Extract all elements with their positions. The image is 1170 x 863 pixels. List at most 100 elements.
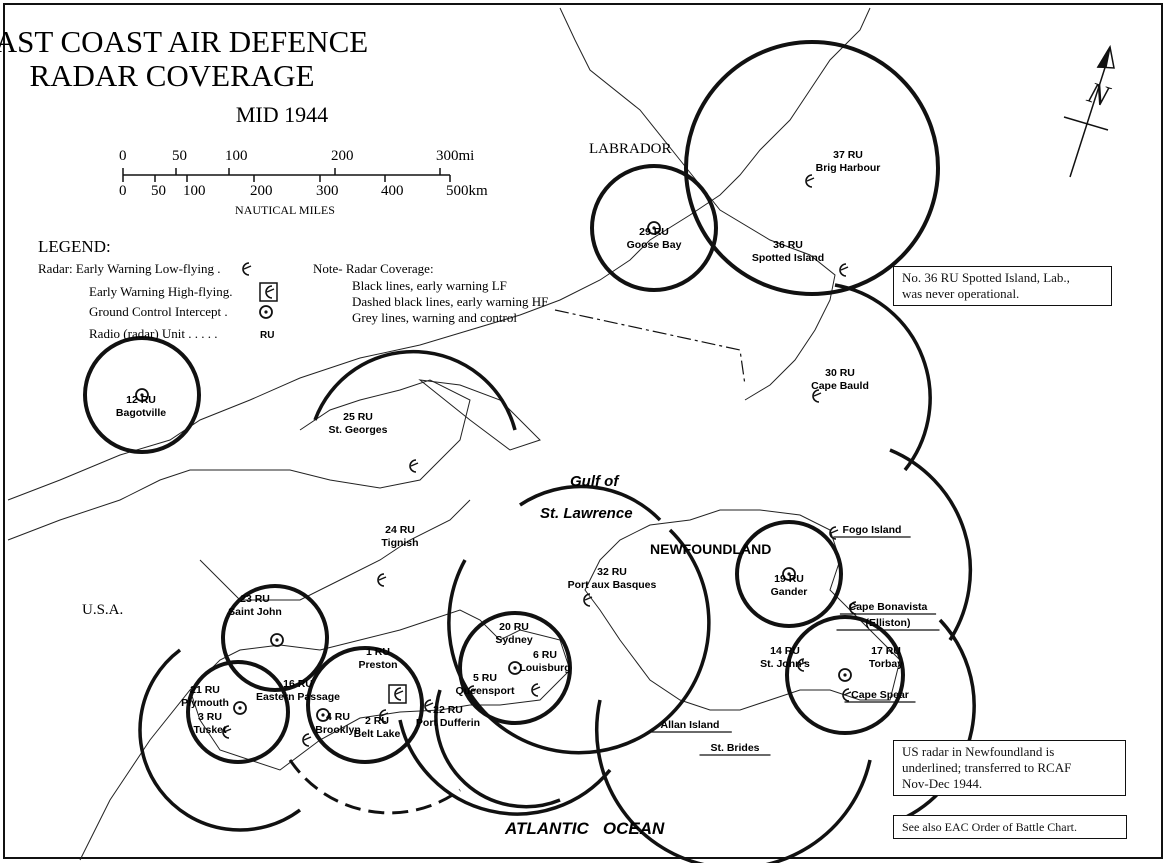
station-unit: 37 RU	[833, 149, 863, 161]
scale-mile-tick: 0	[119, 148, 127, 164]
station-name: Allan Island	[661, 719, 720, 731]
coverage-stbrides	[594, 699, 872, 863]
note-line1: Black lines, early warning LF	[352, 278, 507, 293]
station-unit: 1 RU	[366, 646, 390, 658]
station-fogo-island: Fogo Island	[829, 524, 911, 540]
station-unit: 16 RU	[283, 678, 313, 690]
station-unit: 20 RU	[499, 621, 529, 633]
note-see-also: See also EAC Order of Battle Chart.	[893, 815, 1127, 839]
ew-high-icon	[388, 684, 407, 704]
station-name: Spotted Island	[752, 252, 824, 264]
coverage-25ru	[313, 349, 517, 431]
legend-ru: Radio (radar) Unit . . . . .	[89, 326, 218, 341]
station-allan-island: Allan Island	[648, 719, 732, 733]
station-unit: 14 RU	[770, 645, 800, 657]
coastlines	[7, 7, 901, 861]
coverage-capespear	[899, 618, 976, 822]
ew-low-icon	[379, 709, 389, 723]
ew-low-icon	[829, 526, 839, 540]
note-line3: Grey lines, warning and control	[352, 310, 517, 325]
station-name: Cape Bonavista	[849, 601, 928, 613]
station-name: Cape Spear	[851, 689, 909, 701]
north-label: N	[1083, 75, 1115, 113]
station-name: Brig Harbour	[816, 162, 881, 174]
region-labrador: LABRADOR	[589, 141, 672, 157]
boundary-line	[554, 309, 746, 386]
coverage-20ru	[458, 611, 572, 725]
scale-mile-tick: 200	[331, 148, 354, 164]
note-spotted-line2: was never operational.	[902, 286, 1020, 301]
station-name: Tignish	[381, 537, 418, 549]
ew-low-icon	[812, 389, 822, 403]
region-usa: U.S.A.	[82, 602, 123, 618]
scale-km-tick: 100	[183, 183, 206, 199]
coverage-29ru	[590, 164, 718, 292]
ew-low-icon	[839, 263, 849, 277]
scale-caption: NAUTICAL MILES	[235, 203, 335, 217]
ew-low-icon	[424, 699, 434, 713]
station-name: St. Georges	[329, 424, 388, 436]
scale-mile-tick: 300mi	[436, 148, 474, 164]
region-newfoundland: NEWFOUNDLAND	[650, 541, 771, 557]
station-unit: 17 RU	[871, 645, 901, 657]
station-name: Plymouth	[181, 697, 229, 709]
station-unit: 30 RU	[825, 367, 855, 379]
station-unit: 29 RU	[639, 226, 669, 238]
scale-mile-tick: 100	[225, 148, 248, 164]
legend-ru-abbr: RU	[260, 330, 274, 341]
station-name: Preston	[358, 659, 397, 671]
station-unit: 4 RU	[326, 711, 350, 723]
scale-km-tick: 500km	[446, 183, 488, 199]
note-us-radar: US radar in Newfoundland is underlined; …	[893, 740, 1126, 796]
station-unit: 22 RU	[433, 704, 463, 716]
station-unit: 2 RU	[365, 715, 389, 727]
station-name: Goose Bay	[627, 239, 682, 251]
note-spotted-line1: No. 36 RU Spotted Island, Lab.,	[902, 270, 1070, 285]
station-name: Torbay	[869, 658, 903, 670]
legend-icons	[242, 262, 278, 319]
station-name-2: (Elliston)	[866, 617, 911, 629]
ew-low-icon	[805, 174, 815, 188]
station-cape-spear: Cape Spear	[842, 688, 916, 703]
title-line1: EAST COAST AIR DEFENCE	[0, 24, 368, 59]
title-line3: MID 1944	[236, 102, 328, 127]
station-name: Saint John	[228, 606, 282, 618]
coverage-17ru	[785, 615, 905, 735]
station-unit: 12 RU	[126, 394, 156, 406]
ew-low-icon	[377, 573, 387, 587]
ew-low-icon	[222, 725, 232, 739]
legend-ew-low: Radar: Early Warning Low-flying .	[38, 261, 220, 276]
station-unit: 3 RU	[198, 711, 222, 723]
coverage-12ru	[83, 336, 201, 454]
coverage-1ru	[306, 646, 424, 764]
station-unit: 5 RU	[473, 672, 497, 684]
station-name: Louisburg	[519, 662, 570, 674]
scale-km-tick: 200	[250, 183, 273, 199]
legend-heading: LEGEND:	[38, 237, 111, 256]
station-st-brides: St. Brides	[699, 742, 771, 756]
station-cape-bonavista: Cape Bonavista (Elliston)	[836, 601, 940, 631]
station-unit: 19 RU	[774, 573, 804, 585]
station-name: Eastern Passage	[256, 691, 340, 703]
ew-low-icon	[531, 683, 541, 697]
ew-low-icon	[842, 688, 852, 702]
coverage-3ru	[138, 648, 302, 832]
scale-km-tick: 400	[381, 183, 404, 199]
station-name: Port Dufferin	[416, 717, 480, 729]
map-border	[3, 3, 1163, 859]
ew-low-icon	[583, 593, 593, 607]
